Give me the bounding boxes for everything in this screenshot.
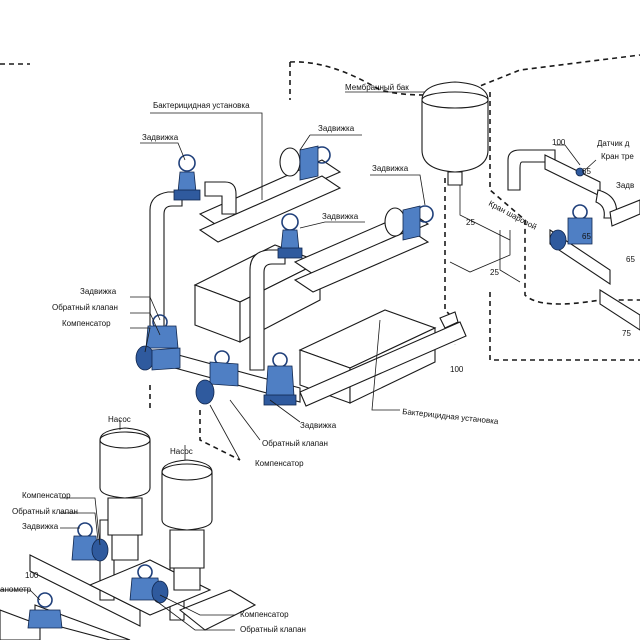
label-bottom-left-check: Обратный клапан [12,507,78,516]
dim-100-right: 100 [552,138,566,147]
label-manometer: анометр [0,585,32,594]
label-valve-mid2: Задвижка [322,212,359,221]
label-valve-right: Задв [616,181,634,190]
label-bottom-right-check: Обратный клапан [240,625,306,634]
membrane-tank [421,81,489,186]
label-bactericidal-bottom: Бактерицидная установка [402,407,500,426]
label-bottom-left-comp: Компенсатор [22,491,71,500]
label-ball-valve: Кран шаровой [487,199,538,232]
label-membrane-tank: Мембранный бак [345,83,409,92]
label-valve-top-left: Задвижка [142,133,179,142]
label-bottom-right-comp: Компенсатор [240,610,289,619]
pump-2 [161,459,213,591]
label-valve-mid: Задвижка [372,164,409,173]
label-pump-2: Насос [170,447,193,456]
label-bactericidal-top: Бактерицидная установка [153,101,250,110]
label-valve-top-mid: Задвижка [318,124,355,133]
valve-top-mid [279,145,331,181]
label-mid-check: Обратный клапан [262,439,328,448]
dim-100-left: 100 [25,571,39,580]
label-left-comp: Компенсатор [62,319,111,328]
dim-100-mid: 100 [450,365,464,374]
dim-65-b: 65 [582,232,591,241]
dim-65-a: 65 [582,167,591,176]
leader-lines [0,91,597,631]
label-mid-comp: Компенсатор [255,459,304,468]
valve-top-left [173,154,201,201]
label-mid-valve: Задвижка [300,421,337,430]
valve-bottom-left [27,522,109,629]
valve-right [549,167,593,251]
label-bottom-left-valve: Задвижка [22,522,59,531]
pump-1 [99,427,151,561]
label-tap: Кран тре [601,152,634,161]
valve-mid2 [384,205,434,241]
dim-65-c: 65 [626,255,635,264]
valve-mid [277,213,303,259]
label-sensor: Датчик д [597,139,630,148]
valve-bottom-mid [129,564,169,604]
label-left-check: Обратный клапан [52,303,118,312]
valve-mid-group [195,350,239,405]
dim-25-a: 25 [466,218,475,227]
valve-left-group [135,314,181,371]
dim-25-b: 25 [490,268,499,277]
dim-75: 75 [622,329,631,338]
valve-lower-mid [263,352,297,406]
label-pump-1: Насос [108,415,131,424]
label-left-valve: Задвижка [80,287,117,296]
